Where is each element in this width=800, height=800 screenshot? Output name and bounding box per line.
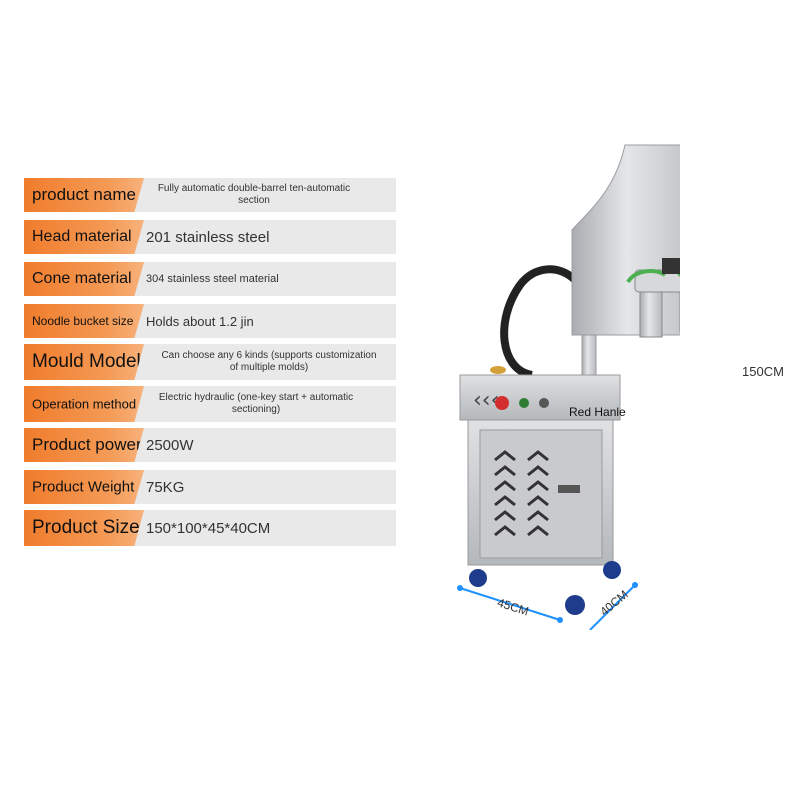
spec-row-product-weight: Product Weight 75KG (24, 470, 396, 504)
spec-value: 150*100*45*40CM (146, 519, 271, 537)
red-handle-callout: Red Hanle (569, 405, 626, 419)
spec-value: Holds about 1.2 jin (146, 313, 254, 329)
spec-label: Noodle bucket size (32, 314, 134, 328)
svg-text:‹‹‹: ‹‹‹ (473, 388, 499, 413)
spec-row-cone-material: Cone material 304 stainless steel materi… (24, 262, 396, 296)
spec-value: 201 stainless steel (146, 228, 270, 246)
spec-value: 304 stainless steel material (146, 273, 279, 285)
spec-label: Product Size (32, 517, 140, 538)
spec-value: Fully automatic double-barrel ten-automa… (157, 183, 351, 206)
spec-row-noodle-bucket-size: Noodle bucket size Holds about 1.2 jin (24, 304, 396, 338)
spec-row-operation-method: Operation method Electric hydraulic (one… (24, 386, 396, 422)
spec-label: Head material (32, 228, 132, 245)
spec-value: Electric hydraulic (one-key start + auto… (158, 392, 354, 415)
spec-value: Can choose any 6 kinds (supports customi… (161, 350, 377, 373)
spec-label: Product power (32, 435, 142, 454)
spec-row-product-power: Product power 2500W (24, 428, 396, 462)
spec-label: Cone material (32, 270, 132, 287)
spec-label: Product Weight (32, 478, 135, 496)
spec-value: 75KG (146, 478, 185, 496)
height-dimension-label: 150CM (742, 364, 784, 379)
noodle-machine-illustration: ‹‹‹ (457, 144, 680, 630)
spec-label: Operation method (32, 396, 137, 412)
spec-row-product-name: product name Fully automatic double-barr… (24, 178, 396, 212)
spec-label: Mould Model (32, 351, 141, 372)
spec-value: 2500W (146, 436, 194, 454)
spec-row-head-material: Head material 201 stainless steel (24, 220, 396, 254)
spec-row-product-size: Product Size 150*100*45*40CM (24, 510, 396, 546)
spec-label: product name (32, 185, 136, 204)
spec-row-mould-model: Mould Model Can choose any 6 kinds (supp… (24, 344, 396, 380)
